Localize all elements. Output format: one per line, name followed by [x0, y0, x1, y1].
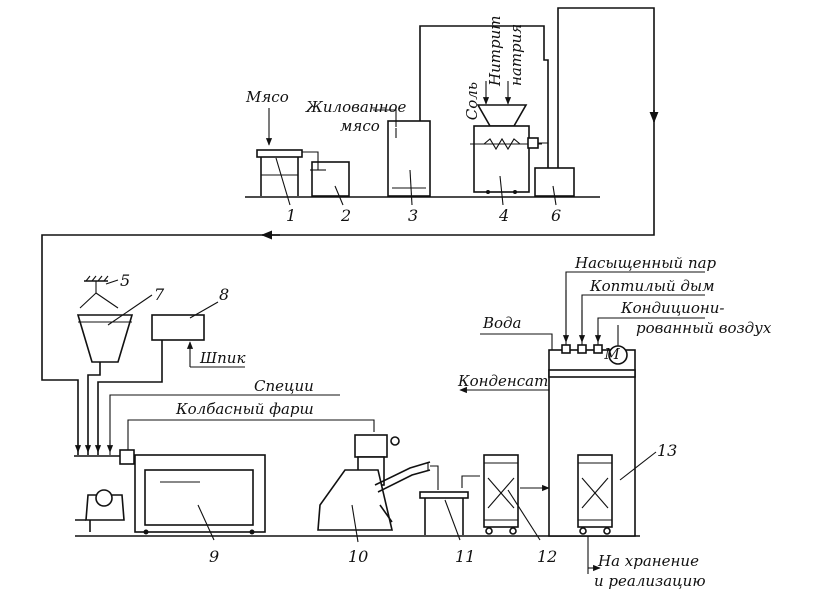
- label-motor: М: [603, 345, 620, 363]
- equipment-10-filler: [317, 434, 431, 531]
- label-sausage-mince: Колбасный фарш: [175, 400, 314, 418]
- number-11: 11: [455, 547, 475, 566]
- label-to-storage-2: и реализацию: [594, 572, 706, 590]
- table-to-frame: [461, 475, 480, 488]
- leader-1: [275, 157, 291, 206]
- leader-12: [507, 489, 541, 541]
- number-12: 12: [537, 547, 557, 566]
- equipment-3-cabinet: [387, 120, 431, 197]
- equipment-5-hoist: [79, 275, 119, 309]
- equipment-13-frame: [577, 454, 613, 535]
- equipment-8-feed: [97, 340, 163, 455]
- label-nitrite-1: Нитрит: [486, 16, 504, 87]
- equipment-11-table: [419, 491, 469, 535]
- equipment-9-cutter: [74, 449, 266, 535]
- leader-7: [107, 294, 153, 326]
- number-7: 7: [154, 285, 165, 304]
- leader-11: [444, 499, 461, 541]
- label-conditioned-air-1: Кондициони-: [620, 299, 724, 317]
- leader-4: [499, 175, 504, 206]
- leader-8: [189, 301, 219, 319]
- trimmed-meat-line: [373, 109, 397, 127]
- number-1: 1: [286, 206, 296, 225]
- main-return-pipe: [41, 7, 655, 455]
- leader-2: [334, 185, 344, 206]
- label-nitrite-2: натрия: [507, 24, 525, 86]
- number-13: 13: [657, 441, 677, 460]
- number-5: 5: [120, 271, 130, 290]
- label-to-storage-1: На хранение: [597, 552, 699, 570]
- leader-5: [105, 279, 119, 285]
- label-meat: Мясо: [245, 88, 289, 106]
- top-loop-pipe-1: [419, 25, 549, 168]
- label-conditioned-air-2: рованный воздух: [636, 319, 772, 337]
- number-6: 6: [551, 206, 561, 225]
- leader-3: [409, 169, 413, 206]
- equipment-12-frame: [483, 454, 519, 535]
- leader-10: [351, 504, 359, 543]
- number-9: 9: [209, 547, 219, 566]
- leader-6: [552, 185, 557, 206]
- number-8: 8: [219, 285, 229, 304]
- equipment-7-hopper: [76, 314, 134, 363]
- label-water: Вода: [482, 314, 522, 332]
- filler-out: [430, 465, 439, 490]
- label-salt: Соль: [463, 82, 481, 120]
- spices-line: [109, 394, 340, 455]
- label-saturated-steam: Насыщенный пар: [574, 254, 717, 272]
- leader-9: [197, 504, 215, 541]
- equipment-1-table: [256, 149, 303, 196]
- leader-13: [619, 451, 657, 481]
- hopper-feed: [87, 362, 101, 455]
- label-lard: Шпик: [199, 349, 245, 367]
- water-line: [480, 333, 553, 350]
- label-condensate: Конденсат: [457, 372, 548, 390]
- number-10: 10: [348, 547, 368, 566]
- equipment-2: [302, 151, 350, 197]
- number-3: 3: [408, 206, 418, 225]
- mince-line: [127, 419, 375, 455]
- equipment-6: [534, 167, 575, 197]
- label-trimmed-meat-1: Жилованное: [305, 98, 407, 116]
- label-smoke: Коптилый дым: [589, 277, 715, 295]
- number-4: 4: [498, 206, 509, 225]
- equipment-8: [151, 314, 205, 341]
- label-trimmed-meat-2: мясо: [340, 117, 380, 135]
- equipment-4-injector: [470, 104, 549, 194]
- number-2: 2: [340, 206, 351, 225]
- label-spices: Специи: [254, 377, 314, 395]
